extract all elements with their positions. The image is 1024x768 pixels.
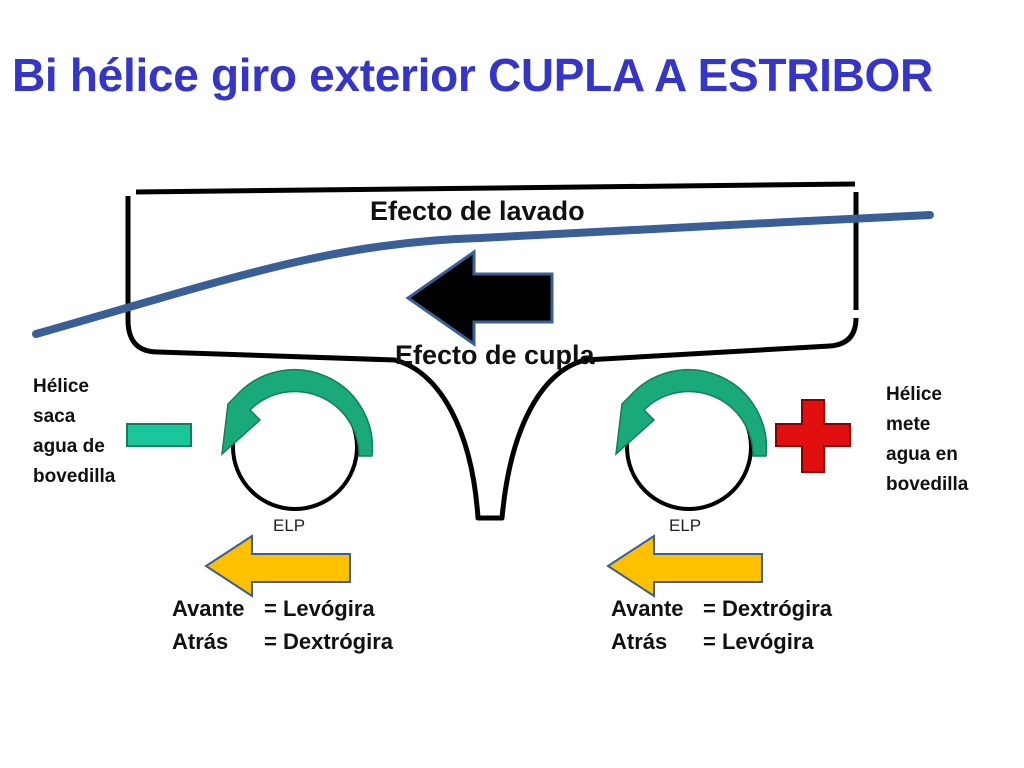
minus-sign-icon [126,423,192,447]
rule-key: Avante [611,596,684,621]
left-desc-line: Hélice [33,376,89,397]
hull-outline [125,181,859,521]
right-desc-line: mete [886,414,931,435]
wash-effect-line [32,211,934,338]
right-desc-line: Hélice [886,384,942,405]
right-rotation-rules: Avante = Dextrógira Atrás = Levógira [611,592,832,658]
left-desc-line: bovedilla [33,466,116,487]
right-thrust-arrow-icon [606,534,763,598]
right-desc-line: bovedilla [886,474,969,495]
rule-key: Atrás [172,629,229,654]
right-propeller-description: Hélice mete agua en bovedilla [886,380,968,500]
left-rule-ahead: Avante = Levógira [172,592,393,625]
right-rotation-arrow-icon [615,368,768,457]
right-desc-line: agua en [886,444,958,465]
plus-sign-icon [775,399,851,473]
left-rotation-rules: Avante = Levógira Atrás = Dextrógira [172,592,393,658]
rule-value: = Levógira [703,629,814,654]
left-propeller-description: Hélice saca agua de bovedilla [33,372,115,492]
rule-value: = Dextrógira [264,629,393,654]
cupla-arrow-icon [405,249,554,347]
left-desc-line: saca [33,406,76,427]
rule-key: Avante [172,596,245,621]
left-rule-astern: Atrás = Dextrógira [172,625,393,658]
couple-effect-label: Efecto de cupla [395,340,595,370]
rule-value: = Dextrógira [703,596,832,621]
left-desc-line: agua de [33,436,105,457]
wash-effect-label: Efecto de lavado [370,196,585,226]
left-thrust-arrow-icon [204,534,351,598]
right-elp-label: ELP [669,516,702,535]
left-rotation-arrow-icon [221,368,374,457]
right-rule-astern: Atrás = Levógira [611,625,832,658]
rule-value: = Levógira [264,596,375,621]
left-elp-label: ELP [273,516,306,535]
rule-key: Atrás [611,629,668,654]
page-title: Bi hélice giro exterior CUPLA A ESTRIBOR [12,49,933,101]
right-rule-ahead: Avante = Dextrógira [611,592,832,625]
